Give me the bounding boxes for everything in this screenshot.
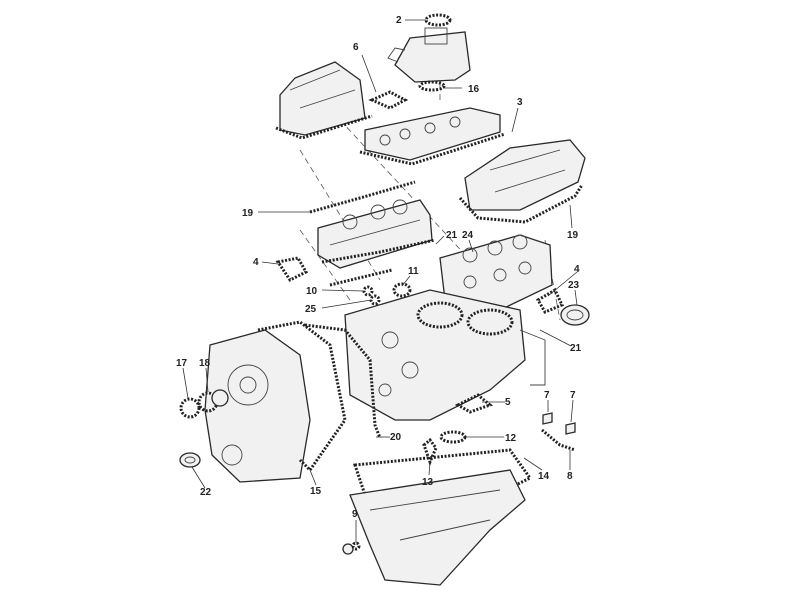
cylinder-head-right (439, 234, 553, 311)
gasket-13 (422, 437, 438, 467)
callout-labels: 2 6 16 3 19 19 21 24 4 11 4 10 23 25 21 … (176, 15, 582, 520)
callout-7-right: 7 (570, 390, 576, 401)
gasket-front-outer (257, 320, 347, 473)
seal-7-left (542, 412, 553, 425)
callout-14: 14 (538, 471, 550, 482)
callout-21-lower: 21 (570, 343, 582, 354)
valve-cover-left (275, 61, 373, 140)
cylinder-head-left (317, 199, 433, 269)
callout-19-left: 19 (242, 208, 254, 219)
seal-7-right (565, 422, 576, 435)
callout-23: 23 (568, 280, 580, 291)
callout-13: 13 (422, 477, 434, 488)
gasket-6 (368, 90, 409, 110)
valve-cover-right (458, 139, 586, 224)
oil-pan (349, 469, 526, 586)
seal-23 (560, 304, 590, 326)
seal-17-18 (179, 389, 229, 419)
callout-6: 6 (353, 42, 359, 53)
seal-25 (369, 294, 381, 306)
timing-cover (204, 329, 311, 483)
seal-11 (392, 282, 412, 298)
callout-8: 8 (567, 471, 573, 482)
callout-3: 3 (517, 97, 523, 108)
gasket-20 (304, 323, 382, 439)
callout-19-right: 19 (567, 230, 579, 241)
callout-9: 9 (352, 509, 358, 520)
callout-24: 24 (462, 230, 474, 241)
callout-11: 11 (408, 266, 419, 277)
callout-18: 18 (199, 358, 211, 369)
carburetor (387, 13, 471, 92)
gasket-21-upper (321, 238, 436, 264)
callout-7-left: 7 (544, 390, 550, 401)
callout-leaders (182, 19, 578, 543)
callout-17: 17 (176, 358, 188, 369)
callout-25: 25 (305, 304, 317, 315)
callout-4-right: 4 (574, 264, 580, 275)
seal-10 (362, 285, 374, 297)
callout-12: 12 (505, 433, 517, 444)
gasket-4-left (275, 256, 309, 282)
intake-manifold (359, 107, 506, 166)
callout-15: 15 (310, 486, 322, 497)
drain-plug-9 (342, 541, 361, 555)
callout-5: 5 (505, 397, 511, 408)
gasket-12 (439, 430, 467, 444)
gasket-21-lower (329, 268, 393, 287)
callout-2: 2 (396, 15, 402, 26)
callout-16: 16 (468, 84, 480, 95)
gasket-19-left (309, 180, 416, 214)
callout-10: 10 (306, 286, 318, 297)
gasket-4-right (535, 287, 565, 314)
callout-21-upper: 21 (446, 230, 458, 241)
seal-22 (179, 452, 201, 468)
callout-22: 22 (200, 487, 212, 498)
gasket-5 (454, 393, 493, 414)
callout-4-left: 4 (253, 257, 259, 268)
seal-8 (541, 428, 576, 452)
engine-block (344, 289, 546, 421)
callout-20: 20 (390, 432, 402, 443)
